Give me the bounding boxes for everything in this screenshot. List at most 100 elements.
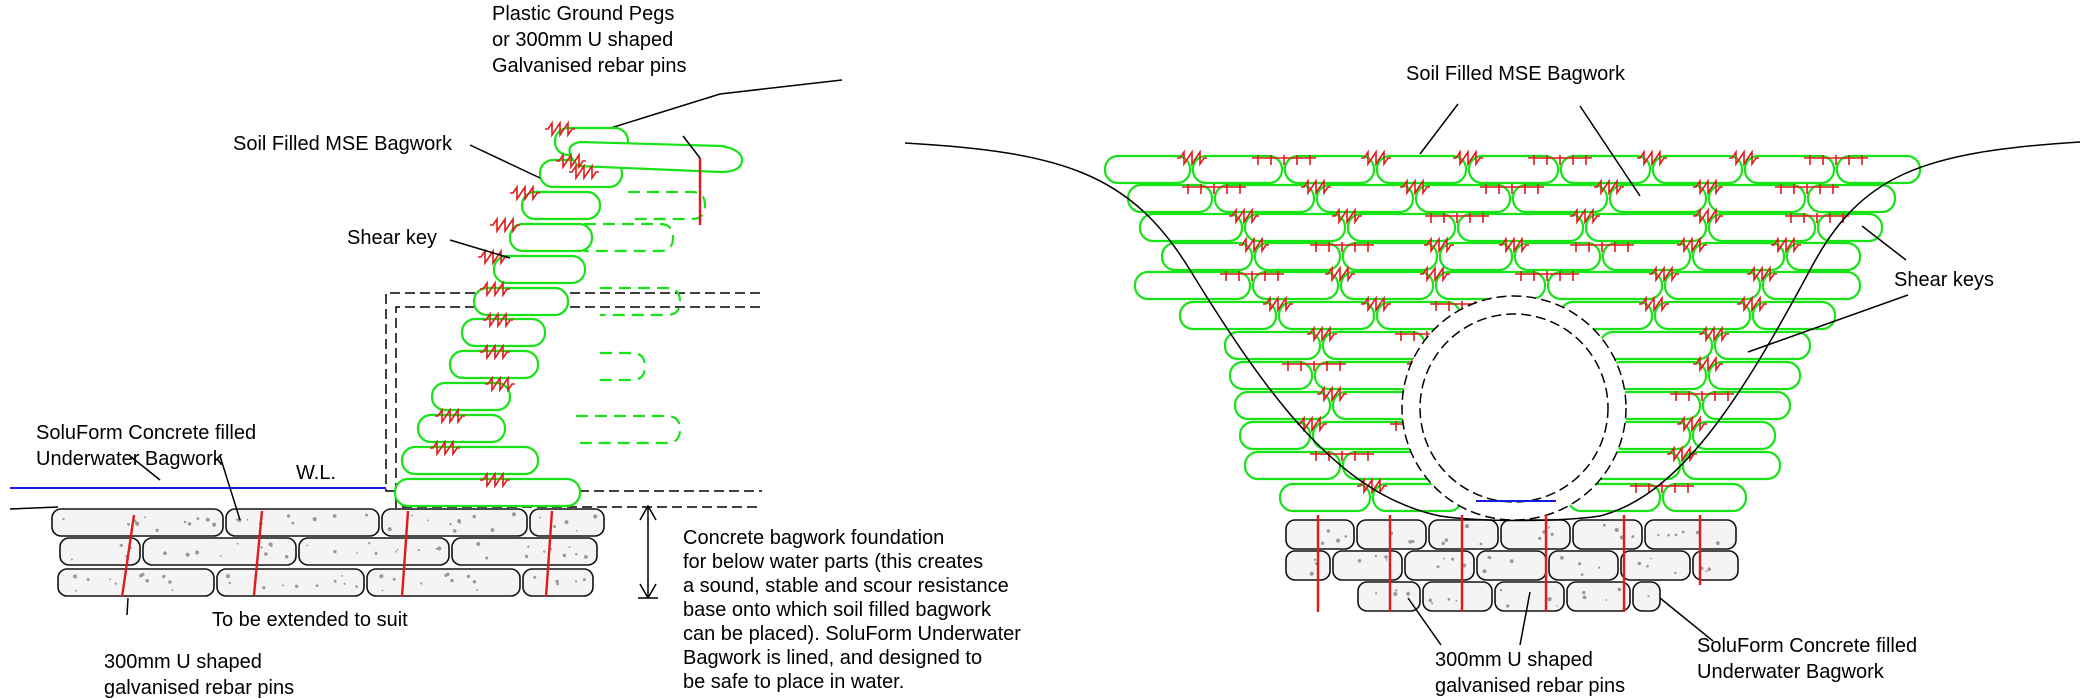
soil-bag bbox=[1701, 390, 1792, 421]
concrete-aggregate bbox=[1582, 587, 1622, 601]
aggregate-dot bbox=[75, 589, 78, 592]
aggregate-dot bbox=[171, 589, 174, 592]
concrete-aggregate bbox=[306, 542, 442, 555]
aggregate-dot bbox=[246, 518, 249, 521]
aggregate-dot bbox=[1605, 599, 1608, 601]
aggregate-dot bbox=[1357, 559, 1362, 563]
aggregate-dot bbox=[333, 550, 337, 554]
soil-bag bbox=[1278, 482, 1372, 513]
left-section-detail: Plastic Ground Pegs or 300mm U shaped Ga… bbox=[9, 3, 1027, 699]
aggregate-dot bbox=[568, 546, 571, 549]
soil-bag bbox=[400, 445, 540, 476]
aggregate-dot bbox=[183, 520, 187, 524]
soil-bag bbox=[1513, 241, 1602, 272]
aggregate-dot bbox=[1580, 573, 1584, 576]
label-pegs: Plastic Ground Pegs or 300mm U shaped Ga… bbox=[492, 3, 687, 77]
aggregate-dot bbox=[392, 577, 396, 581]
soil-bag bbox=[492, 254, 587, 285]
shear-key bbox=[480, 343, 510, 361]
aggregate-dot bbox=[196, 517, 200, 521]
aggregate-dot bbox=[1614, 527, 1619, 533]
aggregate-dot bbox=[219, 554, 222, 557]
label-concrete-bagwork: SoluForm Concrete filled Underwater Bagw… bbox=[36, 422, 262, 470]
soil-bag bbox=[448, 349, 540, 380]
shear-key bbox=[1400, 178, 1430, 196]
aggregate-dot bbox=[282, 584, 284, 587]
concrete-bag bbox=[1404, 550, 1475, 581]
concrete-aggregate bbox=[1428, 597, 1458, 605]
aggregate-dot bbox=[1602, 523, 1606, 527]
shear-key bbox=[1677, 236, 1707, 254]
aggregate-dot bbox=[1326, 529, 1331, 533]
aggregate-dot bbox=[556, 582, 559, 586]
right-leader-lines bbox=[1407, 103, 1909, 646]
aggregate-dot bbox=[449, 523, 452, 526]
shear-key bbox=[1637, 149, 1667, 167]
shear-key-strip bbox=[1182, 184, 1246, 194]
soil-bag bbox=[460, 317, 547, 348]
soil-bag bbox=[1751, 300, 1837, 331]
soil-bag bbox=[1601, 241, 1692, 272]
aggregate-dot bbox=[86, 578, 90, 581]
aggregate-dot bbox=[1707, 567, 1711, 571]
aggregate-dot bbox=[1488, 556, 1492, 559]
shear-key-strip bbox=[1480, 184, 1544, 194]
aggregate-dot bbox=[1705, 570, 1708, 573]
label-culvert-shear-keys: Shear keys bbox=[1894, 269, 1994, 291]
aggregate-dot bbox=[1464, 524, 1470, 529]
aggregate-dot bbox=[1582, 590, 1586, 595]
shear-key bbox=[483, 311, 513, 329]
concrete-aggregate bbox=[1657, 530, 1720, 546]
soil-bag bbox=[1707, 212, 1817, 243]
shear-key bbox=[1699, 325, 1729, 343]
concrete-bag bbox=[142, 537, 297, 566]
aggregate-dot bbox=[262, 586, 266, 590]
aggregate-dot bbox=[1637, 561, 1642, 566]
soil-bag bbox=[1438, 241, 1514, 272]
shear-key bbox=[510, 184, 540, 202]
aggregate-dot bbox=[1320, 541, 1325, 545]
hidden-bag-tail bbox=[576, 414, 682, 445]
soil-bag bbox=[1414, 183, 1512, 214]
soil-bag bbox=[1243, 450, 1342, 481]
aggregate-dot bbox=[511, 512, 516, 517]
aggregate-dot bbox=[476, 589, 478, 592]
soil-bag bbox=[1707, 183, 1807, 214]
label-foundation-note: Concrete bagwork foundation for below wa… bbox=[683, 527, 1027, 693]
soil-bag bbox=[1160, 241, 1254, 272]
concrete-bag bbox=[1572, 519, 1643, 550]
concrete-aggregate bbox=[1499, 589, 1558, 608]
shear-key bbox=[1424, 236, 1454, 254]
soil-bag bbox=[1243, 212, 1347, 243]
aggregate-dot bbox=[1681, 530, 1685, 534]
soil-bag-top bbox=[568, 140, 744, 174]
shear-key bbox=[1297, 415, 1327, 433]
shear-key bbox=[1649, 265, 1679, 283]
concrete-bag bbox=[1428, 519, 1499, 550]
aggregate-dot bbox=[306, 544, 309, 547]
aggregate-dot bbox=[575, 553, 578, 556]
aggregate-dot bbox=[368, 542, 371, 545]
aggregate-dot bbox=[593, 514, 598, 519]
aggregate-dot bbox=[1509, 559, 1514, 564]
aggregate-dot bbox=[1695, 530, 1700, 535]
soil-bag bbox=[1608, 183, 1708, 214]
soil-bag bbox=[1191, 154, 1284, 185]
soil-bag bbox=[1743, 154, 1836, 185]
concrete-bag bbox=[1632, 581, 1661, 612]
shear-key-strip bbox=[1804, 155, 1868, 165]
shear-keys bbox=[430, 120, 599, 489]
aggregate-dot bbox=[260, 546, 263, 549]
aggregate-dot bbox=[295, 584, 299, 588]
aggregate-dot bbox=[187, 522, 192, 526]
aggregate-dot bbox=[162, 574, 166, 579]
concrete-aggregate bbox=[1320, 529, 1348, 545]
soil-bag bbox=[430, 381, 512, 412]
concrete-bag bbox=[1285, 519, 1355, 550]
shear-key bbox=[480, 471, 510, 489]
soil-bag bbox=[1663, 270, 1762, 301]
concrete-bag bbox=[1500, 519, 1571, 550]
right-culvert-detail: Soil Filled MSE Bagwork Shear keys 300mm… bbox=[904, 63, 2081, 697]
shear-key bbox=[490, 216, 520, 234]
shear-key bbox=[1229, 207, 1259, 225]
